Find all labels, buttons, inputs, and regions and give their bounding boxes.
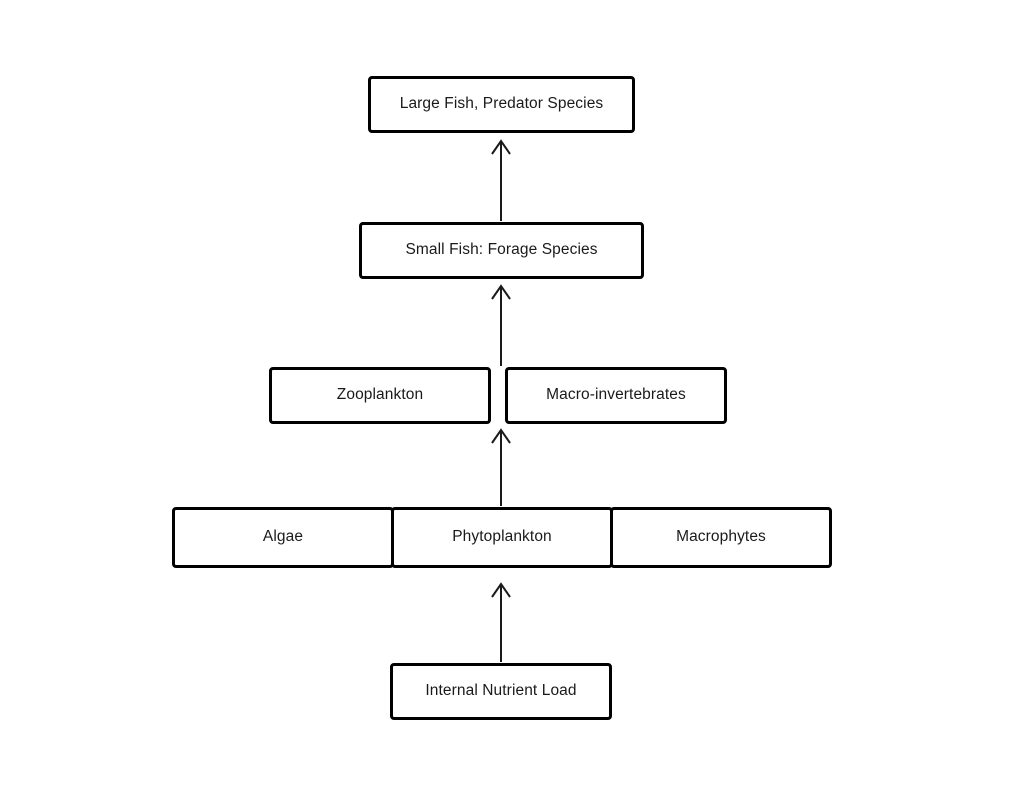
- node-internal-nutrient-load[interactable]: Internal Nutrient Load: [390, 663, 612, 720]
- node-small-fish-forage-species[interactable]: Small Fish: Forage Species: [359, 222, 644, 279]
- arrow-forage-fish-to-predators: [491, 139, 511, 221]
- arrow-nutrients-to-producers: [491, 582, 511, 662]
- node-zooplankton[interactable]: Zooplankton: [269, 367, 491, 424]
- arrow-producers-to-consumers: [491, 428, 511, 506]
- node-label-large-fish: Large Fish, Predator Species: [399, 95, 604, 113]
- node-label-phytoplankton: Phytoplankton: [452, 528, 552, 546]
- node-algae[interactable]: Algae: [172, 507, 394, 568]
- node-macrophytes[interactable]: Macrophytes: [610, 507, 832, 568]
- node-label-zooplankton: Zooplankton: [336, 386, 424, 404]
- arrow-consumers-to-forage-fish: [491, 284, 511, 366]
- node-label-macrophytes: Macrophytes: [676, 528, 766, 546]
- node-group-primary-producers: Algae Phytoplankton Macrophytes: [172, 507, 832, 568]
- node-label-algae: Algae: [262, 528, 304, 546]
- node-large-fish-predator-species[interactable]: Large Fish, Predator Species: [368, 76, 635, 133]
- node-label-internal-nutrient-load: Internal Nutrient Load: [425, 682, 577, 700]
- node-label-macro-invertebrates: Macro-invertebrates: [546, 386, 686, 404]
- node-label-small-fish: Small Fish: Forage Species: [405, 241, 598, 259]
- node-macro-invertebrates[interactable]: Macro-invertebrates: [505, 367, 727, 424]
- node-phytoplankton[interactable]: Phytoplankton: [391, 507, 613, 568]
